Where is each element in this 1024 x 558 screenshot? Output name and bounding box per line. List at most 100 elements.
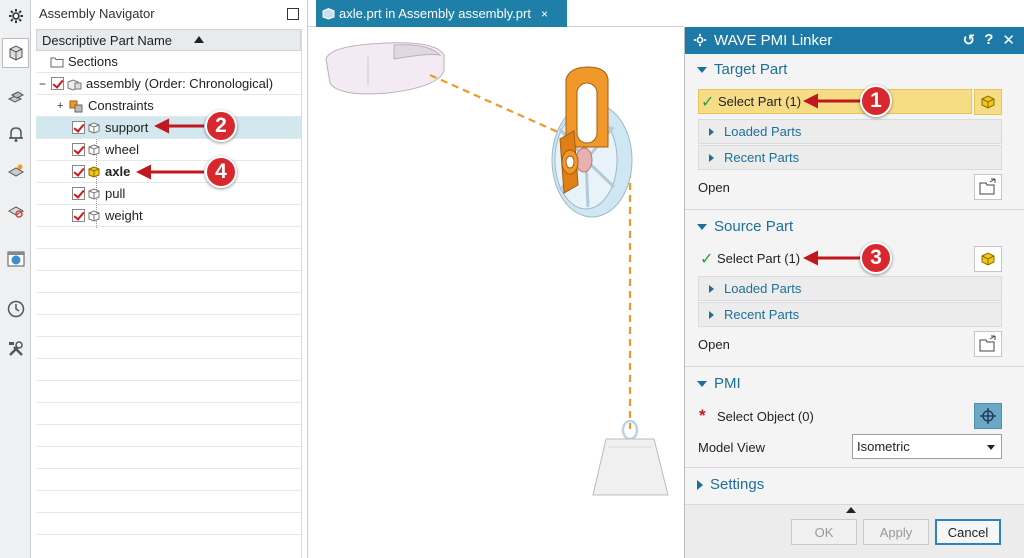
select-part-label: Select Part (1) (718, 94, 802, 109)
ok-button[interactable]: OK (791, 519, 857, 545)
collapse-minus-icon[interactable]: − (39, 76, 47, 91)
navigator-title: Assembly Navigator (39, 6, 155, 21)
cube-icon (981, 95, 995, 109)
target-recent-parts[interactable]: Recent Parts (698, 145, 1002, 170)
collapse-triangle-icon (697, 380, 707, 387)
tree-row-sections[interactable]: Sections (36, 51, 301, 73)
target-open-button[interactable] (974, 174, 1002, 200)
part-navigator-icon[interactable] (3, 159, 28, 184)
visibility-checkbox[interactable] (72, 143, 85, 156)
history-clock-icon[interactable] (3, 296, 28, 321)
reuse-library-icon[interactable] (3, 198, 28, 223)
wave-pmi-linker-dialog: WAVE PMI Linker ↺ ? ✕ Target Part ✓ Sele… (684, 27, 1024, 558)
callout-badge: 3 (860, 242, 892, 274)
target-cube-button[interactable] (974, 89, 1002, 115)
tree-row-wheel[interactable]: wheel (36, 139, 301, 161)
section-header-label: Source Part (714, 218, 794, 235)
section-target-part[interactable]: Target Part (697, 61, 787, 78)
section-source-part[interactable]: Source Part (697, 218, 793, 235)
source-cube-button[interactable] (974, 246, 1002, 272)
crosshair-icon (980, 408, 996, 424)
reset-icon[interactable]: ↺ (962, 32, 976, 49)
tree-row-support[interactable]: support (36, 117, 301, 139)
tree-row-empty (36, 315, 301, 337)
part-icon (88, 143, 100, 156)
resource-toolbar (0, 0, 31, 558)
select-part-label: Select Part (1) (717, 251, 801, 266)
loaded-parts-label: Loaded Parts (724, 281, 802, 296)
source-open-label: Open (698, 337, 730, 352)
callout-badge: 1 (860, 85, 892, 117)
weight-model (592, 419, 669, 496)
recent-parts-label: Recent Parts (724, 307, 800, 322)
tab-close-icon[interactable]: × (540, 6, 548, 21)
support-bracket-model (325, 42, 445, 95)
section-settings[interactable]: Settings (697, 476, 764, 493)
tree-row-pull[interactable]: pull (36, 183, 301, 205)
source-open-button[interactable] (974, 331, 1002, 357)
tree-row-empty (36, 469, 301, 491)
section-pmi[interactable]: PMI (697, 375, 741, 392)
model-view-value: Isometric (857, 439, 910, 454)
settings-gear-icon[interactable] (3, 3, 28, 28)
source-select-part[interactable]: ✓ Select Part (1) (698, 247, 972, 272)
tab-axle-prt[interactable]: axle.prt in Assembly assembly.prt × (316, 0, 567, 27)
apply-button[interactable]: Apply (863, 519, 929, 545)
tree-row-empty (36, 359, 301, 381)
constraints-icon (69, 100, 83, 112)
source-recent-parts[interactable]: Recent Parts (698, 302, 1002, 327)
assembly-icon (67, 78, 82, 91)
visibility-checkbox[interactable] (72, 187, 85, 200)
tree-row-label: assembly (Order: Chronological) (86, 76, 274, 91)
dialog-titlebar: WAVE PMI Linker ↺ ? ✕ (685, 27, 1024, 54)
select-object-label: Select Object (0) (717, 409, 814, 424)
close-icon[interactable]: ✕ (1002, 32, 1015, 49)
pmi-crosshair-button[interactable] (974, 403, 1002, 429)
collapse-triangle-icon (697, 66, 707, 73)
expand-plus-icon[interactable]: + (57, 99, 64, 112)
notification-bell-icon[interactable] (3, 121, 28, 146)
dialog-title: WAVE PMI Linker (714, 32, 833, 49)
tree-row-label: pull (105, 186, 126, 201)
tree-row-assembly[interactable]: − assembly (Order: Chronological) (36, 73, 301, 95)
section-header-label: Settings (710, 476, 765, 493)
required-asterisk-icon: * (699, 406, 706, 425)
section-separator (685, 366, 1024, 367)
assembly-navigator-panel: Assembly Navigator Descriptive Part Name… (31, 0, 308, 558)
maximize-icon[interactable] (287, 8, 299, 20)
open-folder-icon (979, 335, 996, 352)
column-header[interactable]: Descriptive Part Name (36, 29, 301, 51)
expand-triangle-icon (709, 311, 714, 319)
assembly-navigator-tab-icon[interactable] (2, 38, 29, 68)
help-icon[interactable]: ? (984, 31, 994, 48)
cancel-button[interactable]: Cancel (935, 519, 1001, 545)
visibility-checkbox[interactable] (51, 77, 64, 90)
folder-icon (50, 57, 64, 67)
visibility-checkbox[interactable] (72, 121, 85, 134)
column-header-label: Descriptive Part Name (42, 33, 173, 48)
tree-row-axle[interactable]: axle (36, 161, 301, 183)
tree-row-constraints[interactable]: + Constraints (36, 95, 301, 117)
source-loaded-parts[interactable]: Loaded Parts (698, 276, 1002, 301)
visibility-checkbox[interactable] (72, 209, 85, 222)
cube-icon (981, 252, 995, 266)
part-icon (88, 209, 100, 222)
loaded-parts-label: Loaded Parts (724, 124, 802, 139)
axle-housing-model (559, 66, 609, 194)
pmi-select-object[interactable]: * Select Object (0) (698, 405, 972, 430)
visibility-checkbox[interactable] (72, 165, 85, 178)
web-browser-icon[interactable] (3, 246, 28, 271)
target-select-part[interactable]: ✓ Select Part (1) (698, 89, 972, 114)
target-loaded-parts[interactable]: Loaded Parts (698, 119, 1002, 144)
tree-row-label: support (105, 120, 149, 135)
section-header-label: PMI (714, 375, 741, 392)
callout-badge: 4 (205, 156, 237, 188)
constraint-navigator-icon[interactable] (3, 84, 28, 109)
part-file-icon (322, 7, 335, 20)
graphics-viewport[interactable] (308, 27, 684, 558)
model-view-select[interactable]: Isometric (852, 434, 1002, 459)
tools-icon[interactable] (3, 336, 28, 361)
more-options-up-icon[interactable] (846, 507, 856, 513)
tree-row-weight[interactable]: weight (36, 205, 301, 227)
tree-row-label: Constraints (88, 98, 154, 113)
